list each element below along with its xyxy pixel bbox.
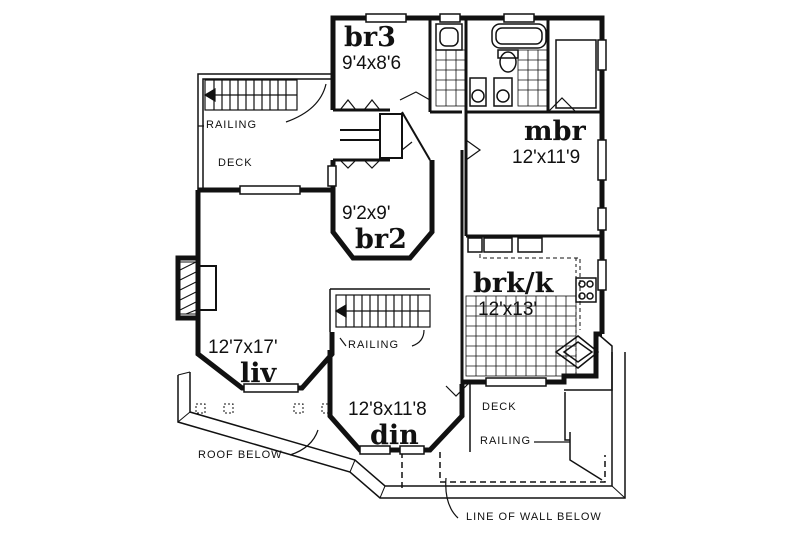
bath-tile-floor bbox=[435, 49, 549, 107]
room-size-liv: 12'7x17' bbox=[208, 337, 278, 358]
room-size-brk-k: 12'x13' bbox=[478, 299, 538, 320]
lower-deck bbox=[469, 382, 570, 452]
windows bbox=[239, 13, 607, 455]
roof-below-note: ROOF BELOW bbox=[198, 449, 283, 461]
deck-note-upper: DECK bbox=[218, 157, 253, 169]
upper-stair bbox=[203, 79, 298, 111]
room-size-br2: 9'2x9' bbox=[342, 203, 391, 224]
lower-stair bbox=[329, 288, 431, 332]
railing-note-upper: RAILING bbox=[206, 119, 258, 131]
room-name-br3: br3 bbox=[344, 22, 396, 53]
deck-note-lower: DECK bbox=[482, 401, 517, 413]
room-name-liv: liv bbox=[240, 358, 277, 389]
room-name-mbr: mbr bbox=[524, 116, 586, 147]
fireplace bbox=[179, 261, 217, 315]
note-leaders bbox=[198, 83, 570, 519]
room-size-din: 12'8x11'8 bbox=[348, 399, 427, 420]
interior-walls bbox=[333, 18, 602, 384]
upper-deck bbox=[197, 73, 333, 191]
line-of-wall-below-outline bbox=[401, 452, 606, 490]
line-of-wall-below-note: LINE OF WALL BELOW bbox=[466, 511, 602, 523]
room-name-brk-k: brk/k bbox=[473, 268, 554, 299]
door-swings bbox=[339, 91, 577, 397]
railing-note-lower: RAILING bbox=[480, 435, 532, 447]
closet bbox=[340, 111, 431, 161]
kitchen-fixtures bbox=[467, 237, 613, 391]
room-size-br3: 9'4x8'6 bbox=[342, 53, 402, 74]
room-size-mbr: 12'x11'9 bbox=[512, 147, 581, 168]
room-name-din: din bbox=[370, 420, 419, 451]
room-name-br2: br2 bbox=[355, 224, 407, 255]
railing-note-stair: RAILING bbox=[348, 339, 400, 351]
bath-fixtures bbox=[435, 23, 597, 109]
